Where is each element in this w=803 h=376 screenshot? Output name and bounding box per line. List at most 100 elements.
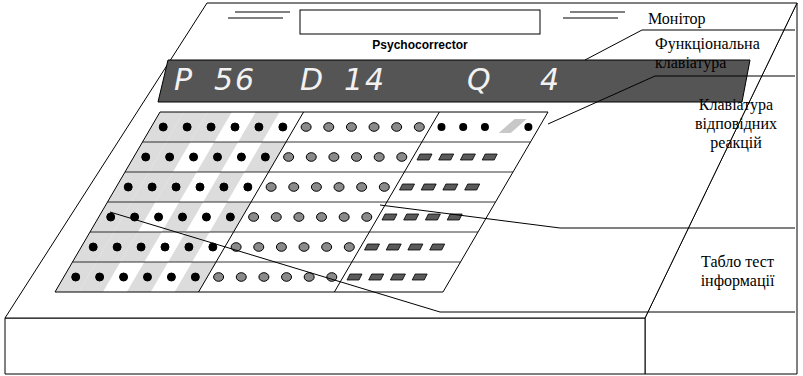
response-key xyxy=(404,214,419,220)
response-key xyxy=(369,274,384,280)
indicator-lamp xyxy=(172,183,180,191)
response-key xyxy=(417,154,432,160)
test-lamp xyxy=(334,183,344,192)
callout-label: Табло тест інформації xyxy=(680,252,795,290)
test-lamp xyxy=(214,273,224,282)
grid-row-line xyxy=(108,202,496,203)
display-digit: 56 xyxy=(214,62,256,98)
indicator-lamp xyxy=(213,153,221,161)
indicator-lamp xyxy=(185,243,193,251)
test-lamp xyxy=(236,273,246,282)
test-lamp xyxy=(397,153,407,162)
response-key xyxy=(365,244,380,250)
response-key xyxy=(412,274,427,280)
response-key xyxy=(460,154,475,160)
test-lamp xyxy=(374,153,384,162)
indicator-lamp xyxy=(196,183,204,191)
response-key xyxy=(400,184,415,190)
indicator-lamp xyxy=(279,123,287,131)
cell-shade xyxy=(238,112,279,142)
indicator-lamp xyxy=(89,243,97,251)
response-key xyxy=(465,184,480,190)
indicator-lamp xyxy=(220,183,228,191)
cell-shade xyxy=(120,232,161,262)
cell-shade xyxy=(245,142,287,172)
test-lamp xyxy=(289,183,299,192)
test-lamp xyxy=(271,213,281,222)
function-key-patch xyxy=(499,119,527,133)
cell-shade xyxy=(175,262,217,292)
leader-line xyxy=(380,205,795,228)
keyboard-grid xyxy=(55,112,548,292)
callout-label: Функціональна клавіатура xyxy=(655,34,795,72)
test-lamp xyxy=(311,183,321,192)
indicator-lamp xyxy=(166,153,174,161)
function-key xyxy=(524,123,532,131)
response-key xyxy=(421,184,436,190)
indicator-lamp xyxy=(261,153,269,161)
test-lamp xyxy=(346,123,356,132)
indicator-lamp xyxy=(226,213,234,221)
grid-row-line xyxy=(90,232,478,233)
test-lamp xyxy=(352,153,362,162)
leader-lines xyxy=(110,30,795,312)
function-key xyxy=(481,123,489,131)
indicator-lamp xyxy=(143,273,151,281)
test-lamp xyxy=(362,213,372,222)
test-lamp xyxy=(284,153,294,162)
indicator-lamp xyxy=(148,183,156,191)
test-lamp xyxy=(329,153,339,162)
response-key xyxy=(439,154,454,160)
test-lamp xyxy=(276,243,286,252)
test-lamp xyxy=(357,183,367,192)
indicator-lamp xyxy=(190,153,198,161)
section-line xyxy=(199,112,304,292)
indicator-lamp xyxy=(202,213,210,221)
trim-line xyxy=(235,12,290,13)
indicator-lamp xyxy=(178,213,186,221)
response-key xyxy=(408,244,423,250)
test-lamp xyxy=(339,213,349,222)
name-plate xyxy=(300,10,540,34)
leader-line xyxy=(110,212,795,312)
section-line xyxy=(334,112,439,292)
indicator-lamp xyxy=(107,213,115,221)
trim-line xyxy=(228,18,283,19)
indicator-lamp xyxy=(244,183,252,191)
indicator-lamp xyxy=(167,273,175,281)
test-lamp xyxy=(344,243,354,252)
indicator-lamp xyxy=(183,123,191,131)
display-digit: P xyxy=(174,62,194,98)
response-key xyxy=(430,244,445,250)
test-lamp xyxy=(324,123,334,132)
test-lamp xyxy=(322,243,332,252)
display-digit: Q xyxy=(467,62,493,98)
cell-shade xyxy=(162,202,203,232)
trim-line xyxy=(563,18,618,19)
cell-shade xyxy=(197,142,238,172)
indicator-lamp xyxy=(159,123,167,131)
cell-shade xyxy=(79,262,121,292)
test-lamp xyxy=(379,183,389,192)
test-lamp xyxy=(266,183,276,192)
indicator-lamp xyxy=(155,213,163,221)
response-key xyxy=(386,244,401,250)
test-lamp xyxy=(249,213,259,222)
cell-shade xyxy=(203,172,244,202)
callout-label: Монітор xyxy=(648,9,788,28)
function-key xyxy=(459,123,467,131)
test-lamp xyxy=(294,213,304,222)
test-lamp xyxy=(317,213,327,222)
function-key xyxy=(437,123,445,131)
response-key xyxy=(347,274,362,280)
response-key xyxy=(390,274,405,280)
test-lamp xyxy=(301,123,311,132)
response-key xyxy=(482,154,497,160)
cell-shade xyxy=(210,202,252,232)
indicator-lamp xyxy=(113,243,121,251)
test-lamp xyxy=(306,153,316,162)
cell-shade xyxy=(190,112,231,142)
grid-outline xyxy=(55,112,548,292)
indicator-lamp xyxy=(207,123,215,131)
indicator-lamp xyxy=(191,273,199,281)
